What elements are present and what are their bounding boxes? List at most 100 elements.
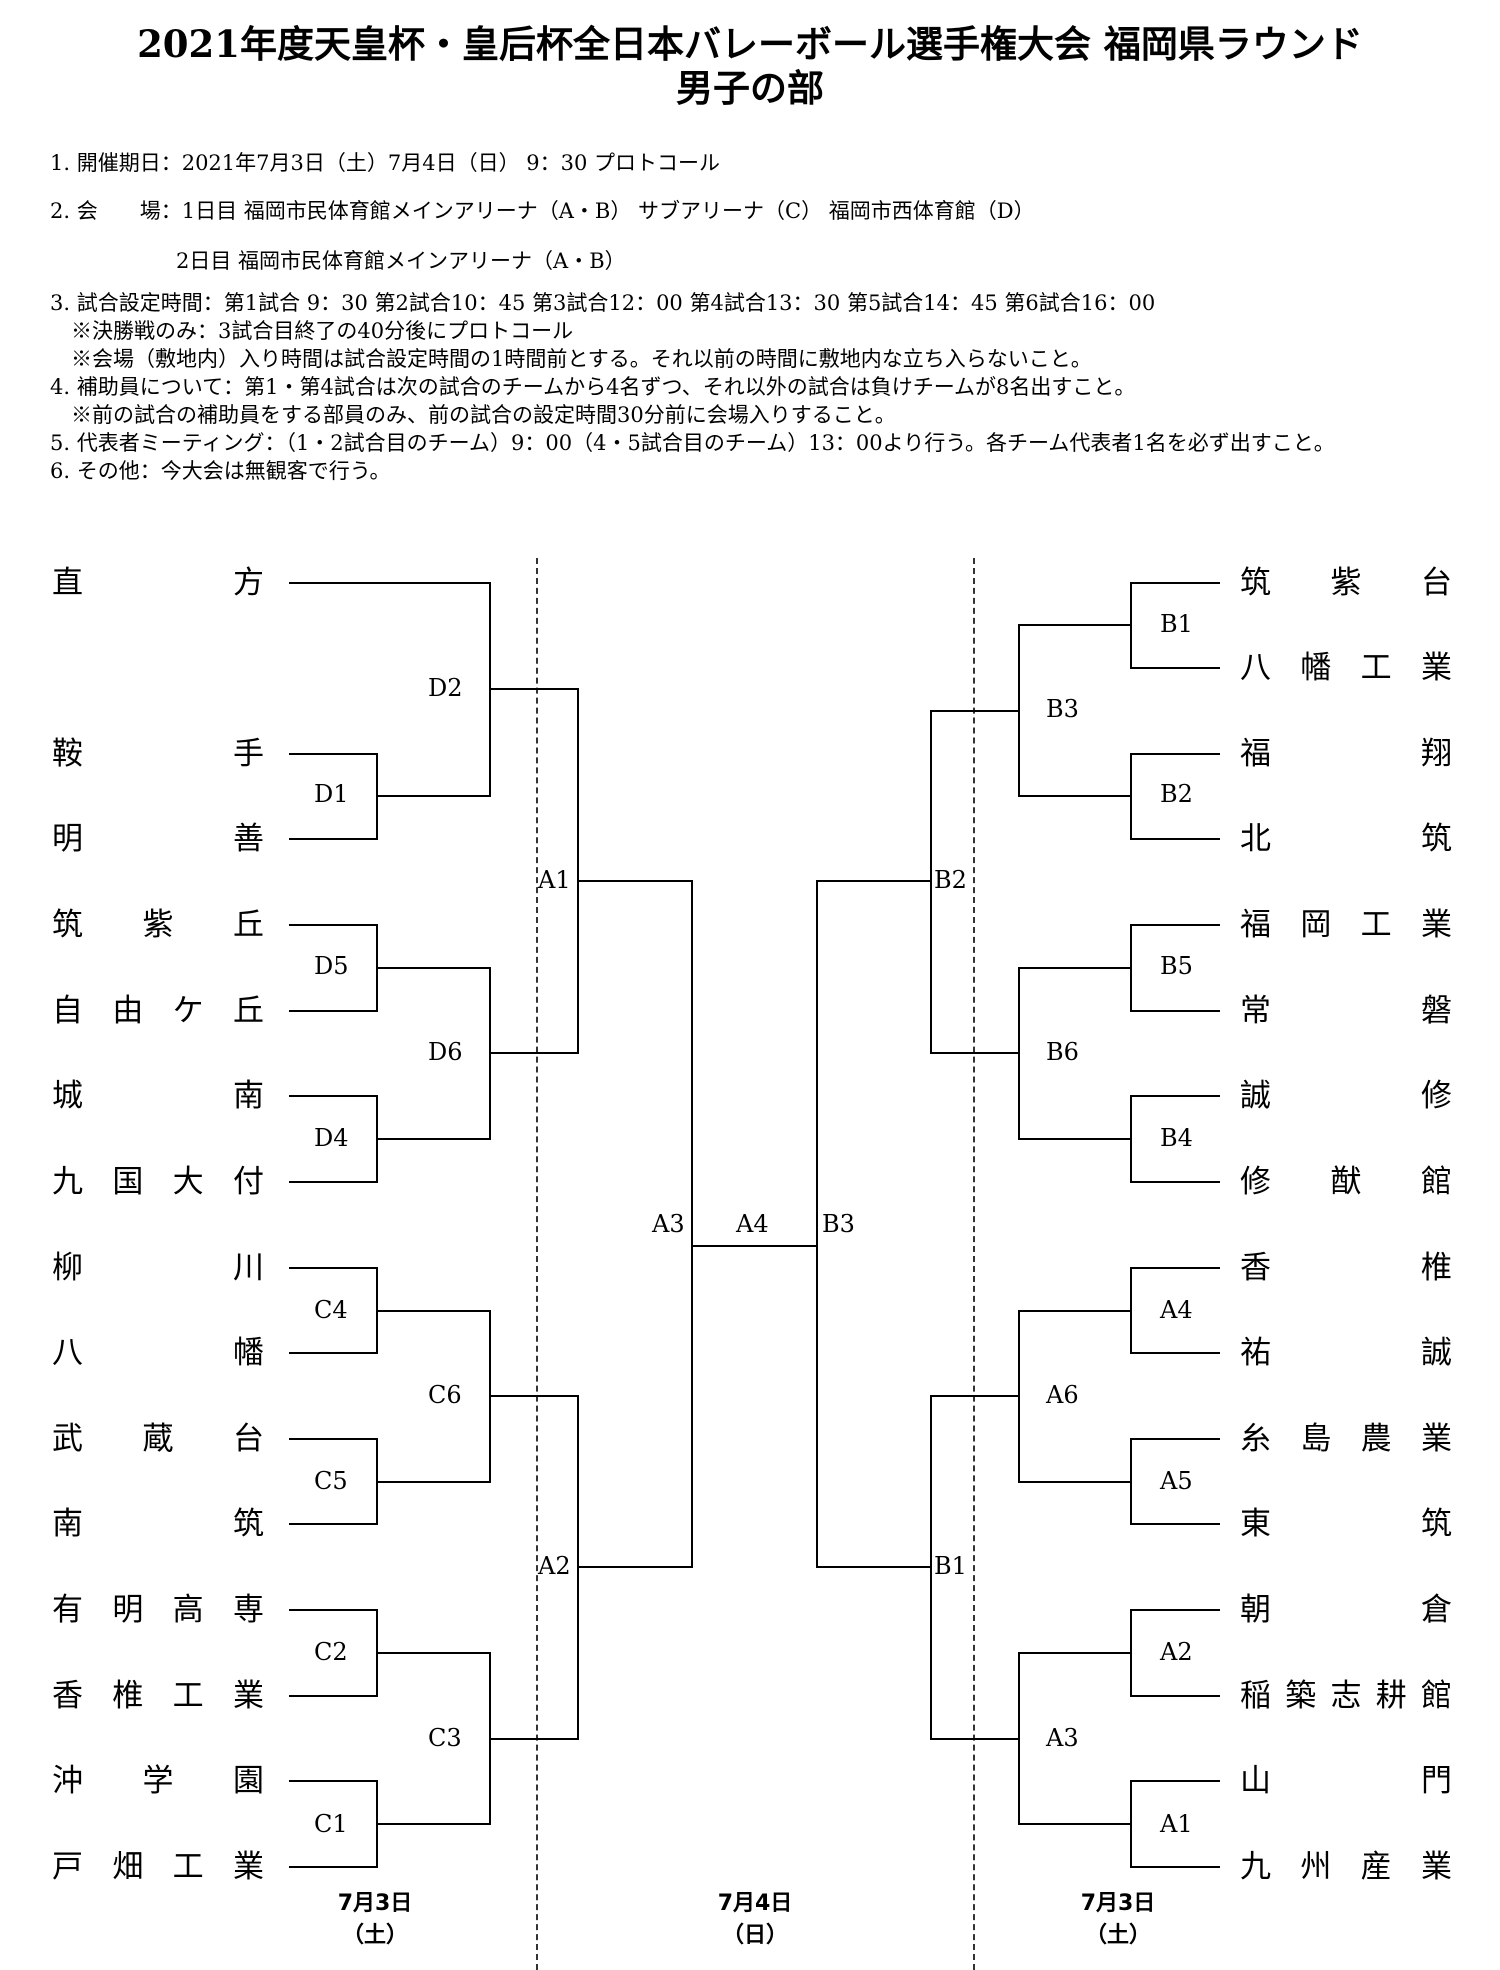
- match-label-right-b3: B3: [822, 1210, 855, 1238]
- team-right: 山門: [1240, 1763, 1452, 1799]
- team-right: 東筑: [1240, 1506, 1452, 1542]
- team-left: 武蔵台: [52, 1421, 264, 1457]
- match-label-right-b2: B2: [934, 866, 967, 894]
- match-label-d6: D6: [428, 1038, 463, 1066]
- match-label-c1: C1: [314, 1810, 348, 1838]
- match-label-c4: C4: [314, 1296, 348, 1324]
- team-left: 筑紫丘: [52, 907, 264, 943]
- match-label-d5: D5: [314, 952, 349, 980]
- info-line-10: 6. その他：今大会は無観客で行う。: [50, 459, 391, 483]
- bracket-line: [289, 753, 378, 755]
- bracket-line: [1130, 1438, 1220, 1440]
- match-label-c2: C2: [314, 1638, 348, 1666]
- match-label-a4: A4: [1160, 1296, 1193, 1324]
- bracket-line: [577, 688, 579, 1054]
- team-right: 修猷館: [1240, 1164, 1452, 1200]
- bracket-line: [1130, 1695, 1220, 1697]
- match-label-b3: B3: [1046, 695, 1079, 723]
- team-left: 八幡: [52, 1335, 264, 1371]
- match-label-c3: C3: [428, 1724, 462, 1752]
- info-line-9: 5. 代表者ミーティング：（1・2試合目のチーム）9：00（4・5試合目のチーム…: [50, 431, 1335, 455]
- info-line-8: ※前の試合の補助員をする部員のみ、前の試合の設定時間30分前に会場入りすること。: [50, 403, 896, 427]
- date-left-day: 7月3日: [337, 1891, 413, 1916]
- match-label-final-a4: A4: [736, 1210, 769, 1238]
- bracket-line: [691, 880, 693, 1568]
- bracket-line: [1130, 1267, 1220, 1269]
- team-right: 常磐: [1240, 993, 1452, 1029]
- bracket-line: [1130, 1010, 1220, 1012]
- bracket-line: [1130, 1523, 1220, 1525]
- bracket-line: [376, 1138, 491, 1140]
- date-center-day: 7月4日: [717, 1891, 793, 1916]
- match-label-a3: A3: [1046, 1724, 1079, 1752]
- bracket-line: [376, 967, 491, 969]
- bracket-line: [930, 710, 932, 1054]
- date-right-day: 7月3日: [1080, 1891, 1156, 1916]
- match-label-left-a2: A2: [538, 1552, 571, 1580]
- info-line-5: ※決勝戦のみ：3試合目終了の40分後にプロトコール: [50, 319, 574, 343]
- date-left: 7月3日 （土）: [315, 1888, 435, 1952]
- team-right: 福岡工業: [1240, 907, 1452, 943]
- team-left: 直方: [52, 565, 264, 601]
- bracket-line: [1130, 1866, 1220, 1868]
- team-right: 誠修: [1240, 1078, 1452, 1114]
- date-center-weekday: （日）: [721, 1923, 788, 1948]
- bracket-line: [289, 1095, 378, 1097]
- match-label-left-a3: A3: [652, 1210, 685, 1238]
- bracket-line: [816, 1566, 932, 1568]
- bracket-line: [930, 710, 1020, 712]
- team-left: 戸畑工業: [52, 1849, 264, 1885]
- date-right-weekday: （土）: [1084, 1923, 1151, 1948]
- bracket-line: [1130, 1181, 1220, 1183]
- match-label-a5: A5: [1160, 1467, 1193, 1495]
- info-line-7: 4. 補助員について：第1・第4試合は次の試合のチームから4名ずつ、それ以外の試…: [50, 375, 1136, 399]
- match-label-d2: D2: [428, 674, 463, 702]
- bracket-line: [1130, 924, 1220, 926]
- bracket-line: [1130, 753, 1220, 755]
- date-right: 7月3日 （土）: [1058, 1888, 1178, 1952]
- day-divider-right: [973, 558, 975, 1970]
- match-label-b6: B6: [1046, 1038, 1079, 1066]
- match-label-b2: B2: [1160, 780, 1193, 808]
- bracket-line: [376, 1310, 491, 1312]
- bracket-line: [289, 1609, 378, 1611]
- bracket-line: [289, 1352, 378, 1354]
- bracket-line: [289, 1181, 378, 1183]
- bracket-line: [577, 1566, 693, 1568]
- team-right: 筑紫台: [1240, 565, 1452, 601]
- team-right: 稲築志耕館: [1240, 1678, 1452, 1714]
- team-left: 明善: [52, 821, 264, 857]
- info-line-3: 2日目 福岡市民体育館メインアリーナ（A・B）: [50, 249, 626, 273]
- team-left: 南筑: [52, 1506, 264, 1542]
- match-label-b4: B4: [1160, 1124, 1193, 1152]
- bracket-line: [1130, 838, 1220, 840]
- team-left: 城南: [52, 1078, 264, 1114]
- team-right: 朝倉: [1240, 1592, 1452, 1628]
- info-line-6: ※会場（敷地内）入り時間は試合設定時間の1時間前とする。それ以前の時間に敷地内な…: [50, 347, 1092, 371]
- bracket-line: [1018, 1138, 1132, 1140]
- team-right: 福翔: [1240, 736, 1452, 772]
- team-right: 北筑: [1240, 821, 1452, 857]
- match-label-a6: A6: [1046, 1381, 1079, 1409]
- bracket-line: [1018, 967, 1132, 969]
- match-label-d4: D4: [314, 1124, 349, 1152]
- bracket-line: [489, 688, 579, 690]
- match-label-b1: B1: [1160, 610, 1193, 638]
- match-label-c6: C6: [428, 1381, 462, 1409]
- bracket-line: [691, 1245, 817, 1247]
- match-label-a1: A1: [1160, 1810, 1193, 1838]
- date-center: 7月4日 （日）: [695, 1888, 815, 1952]
- team-right: 祐誠: [1240, 1335, 1452, 1371]
- bracket-line: [577, 880, 693, 882]
- bracket-line: [489, 1052, 579, 1054]
- team-left: 鞍手: [52, 736, 264, 772]
- bracket-line: [376, 1652, 491, 1654]
- match-label-right-b1: B1: [934, 1552, 967, 1580]
- bracket-line: [289, 838, 378, 840]
- bracket-line: [489, 1395, 579, 1397]
- title-line2: 男子の部: [676, 66, 824, 110]
- bracket-line: [930, 1052, 1020, 1054]
- bracket-line: [289, 1866, 378, 1868]
- bracket-line: [289, 924, 378, 926]
- bracket-line: [1130, 667, 1220, 669]
